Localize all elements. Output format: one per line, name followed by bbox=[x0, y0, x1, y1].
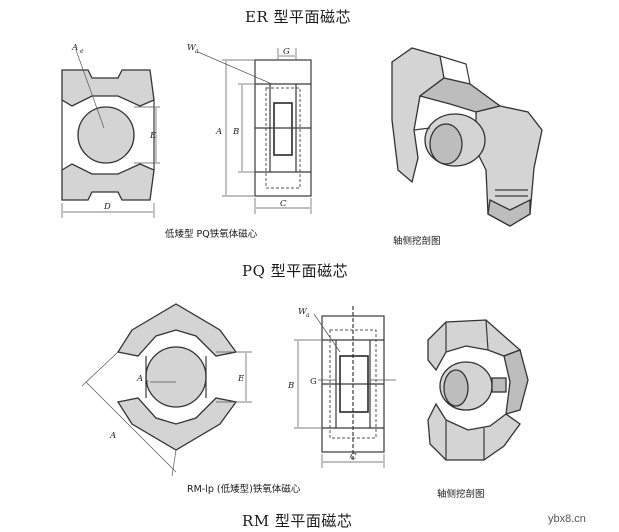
label-rm-c: C bbox=[350, 452, 357, 462]
label-a: A bbox=[215, 127, 222, 137]
heading-pq: PQ 型平面磁芯 bbox=[242, 262, 349, 280]
label-rm-e: E bbox=[237, 374, 245, 384]
pq-side-section: G W a A B C bbox=[187, 43, 312, 214]
heading-er: ER 型平面磁芯 bbox=[245, 8, 352, 26]
rm-side-section: W a B G C bbox=[287, 306, 396, 468]
pq-top-view: A e E D bbox=[61, 43, 160, 218]
caption-rm-cutaway: 轴侧挖剖图 bbox=[437, 489, 485, 500]
label-g: G bbox=[283, 47, 290, 57]
label-wa: W bbox=[187, 43, 197, 53]
label-ae-sub: e bbox=[80, 48, 84, 55]
label-e: E bbox=[149, 131, 157, 141]
label-d: D bbox=[103, 202, 111, 212]
heading-rm: RM 型平面磁芯 bbox=[242, 512, 353, 530]
caption-pq-low-profile: 低矮型 PQ铁氧体磁心 bbox=[165, 229, 258, 240]
watermark: ybx8.cn bbox=[548, 513, 586, 525]
label-rm-ae-sub: e bbox=[145, 379, 149, 386]
pq-cutaway bbox=[391, 47, 543, 227]
label-wa-sub: a bbox=[195, 48, 199, 55]
caption-pq-cutaway: 轴侧挖剖图 bbox=[393, 236, 441, 247]
label-b: B bbox=[232, 127, 239, 137]
label-rm-a: A bbox=[109, 431, 116, 441]
label-c: C bbox=[280, 199, 287, 209]
rm-top-view: A e E A bbox=[81, 303, 252, 477]
label-rm-wa: W bbox=[298, 307, 308, 317]
label-rm-ae: A bbox=[136, 374, 143, 384]
rm-cutaway bbox=[427, 319, 529, 461]
label-ae: A bbox=[71, 43, 78, 53]
label-rm-g: G bbox=[310, 377, 317, 387]
label-rm-b: B bbox=[287, 381, 294, 391]
label-rm-wa-sub: a bbox=[306, 312, 310, 319]
caption-rm-low-profile: RM-lp (低矮型)铁氧体磁心 bbox=[187, 484, 301, 495]
